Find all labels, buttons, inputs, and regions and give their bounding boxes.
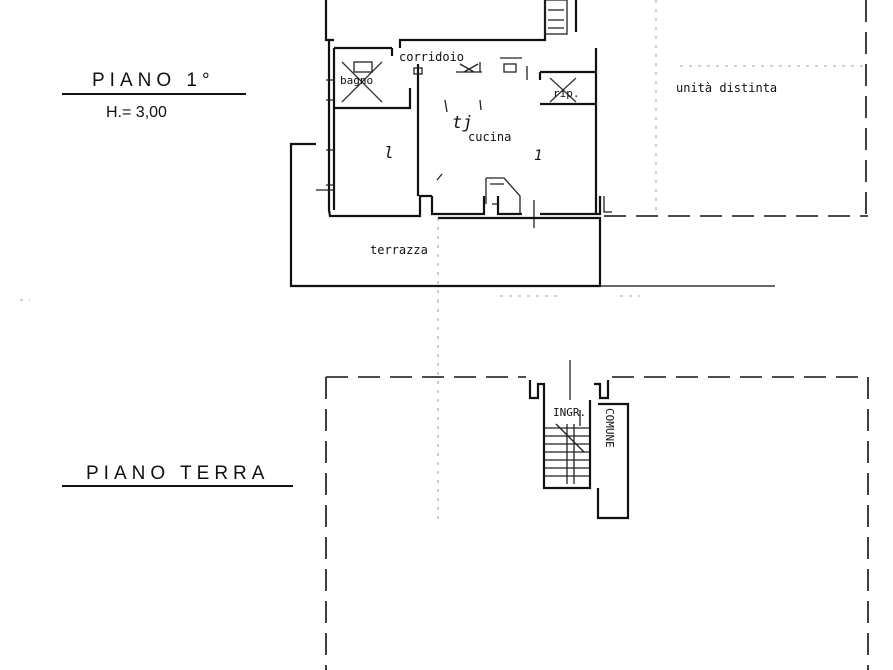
terrazza-label: terrazza bbox=[370, 243, 428, 257]
bagno-fixture bbox=[353, 61, 373, 73]
bagno-walls bbox=[334, 46, 412, 110]
rip-label: rip. bbox=[553, 87, 580, 100]
apartment-bottom-wall bbox=[430, 196, 602, 216]
bagno-label: bagno bbox=[340, 74, 373, 87]
unita-distinta-label: unità distinta bbox=[676, 81, 777, 95]
stair-core-walls bbox=[528, 380, 610, 490]
bedroom-label: l bbox=[384, 143, 394, 162]
stair-treads bbox=[544, 410, 590, 484]
terrazza-area: terrazza bbox=[289, 142, 775, 288]
kitchen-steps bbox=[485, 177, 521, 214]
first-floor-plan: bagno corridoio rip. l tj cucina 1 bbox=[316, 0, 612, 228]
rip-walls bbox=[538, 70, 596, 106]
corridoio-door-marks bbox=[456, 63, 482, 73]
cucina-label: cucina bbox=[468, 130, 511, 144]
first-floor-height: H.= 3,00 bbox=[106, 104, 167, 121]
terrazza-outline bbox=[289, 142, 602, 288]
ground-floor-outline bbox=[325, 376, 869, 670]
stair-box bbox=[544, 0, 568, 35]
handwritten-mark-1: tj bbox=[452, 113, 472, 133]
comune-corridor bbox=[596, 402, 630, 520]
neighbour-unit-outline bbox=[604, 0, 868, 217]
handwritten-mark-2: 1 bbox=[534, 148, 542, 164]
ground-floor-title: PIANO TERRA bbox=[86, 463, 269, 484]
upper-wall bbox=[324, 0, 578, 48]
ground-floor-plan: INGR. COMUNE bbox=[325, 360, 869, 670]
first-floor-title: PIANO 1° bbox=[92, 70, 215, 91]
neighbour-unit: unità distinta bbox=[604, 0, 868, 217]
ingr-label: INGR. bbox=[553, 406, 586, 419]
comune-label: COMUNE bbox=[603, 408, 616, 448]
corridoio-label: corridoio bbox=[399, 50, 464, 64]
apartment-left-wall bbox=[327, 40, 432, 218]
